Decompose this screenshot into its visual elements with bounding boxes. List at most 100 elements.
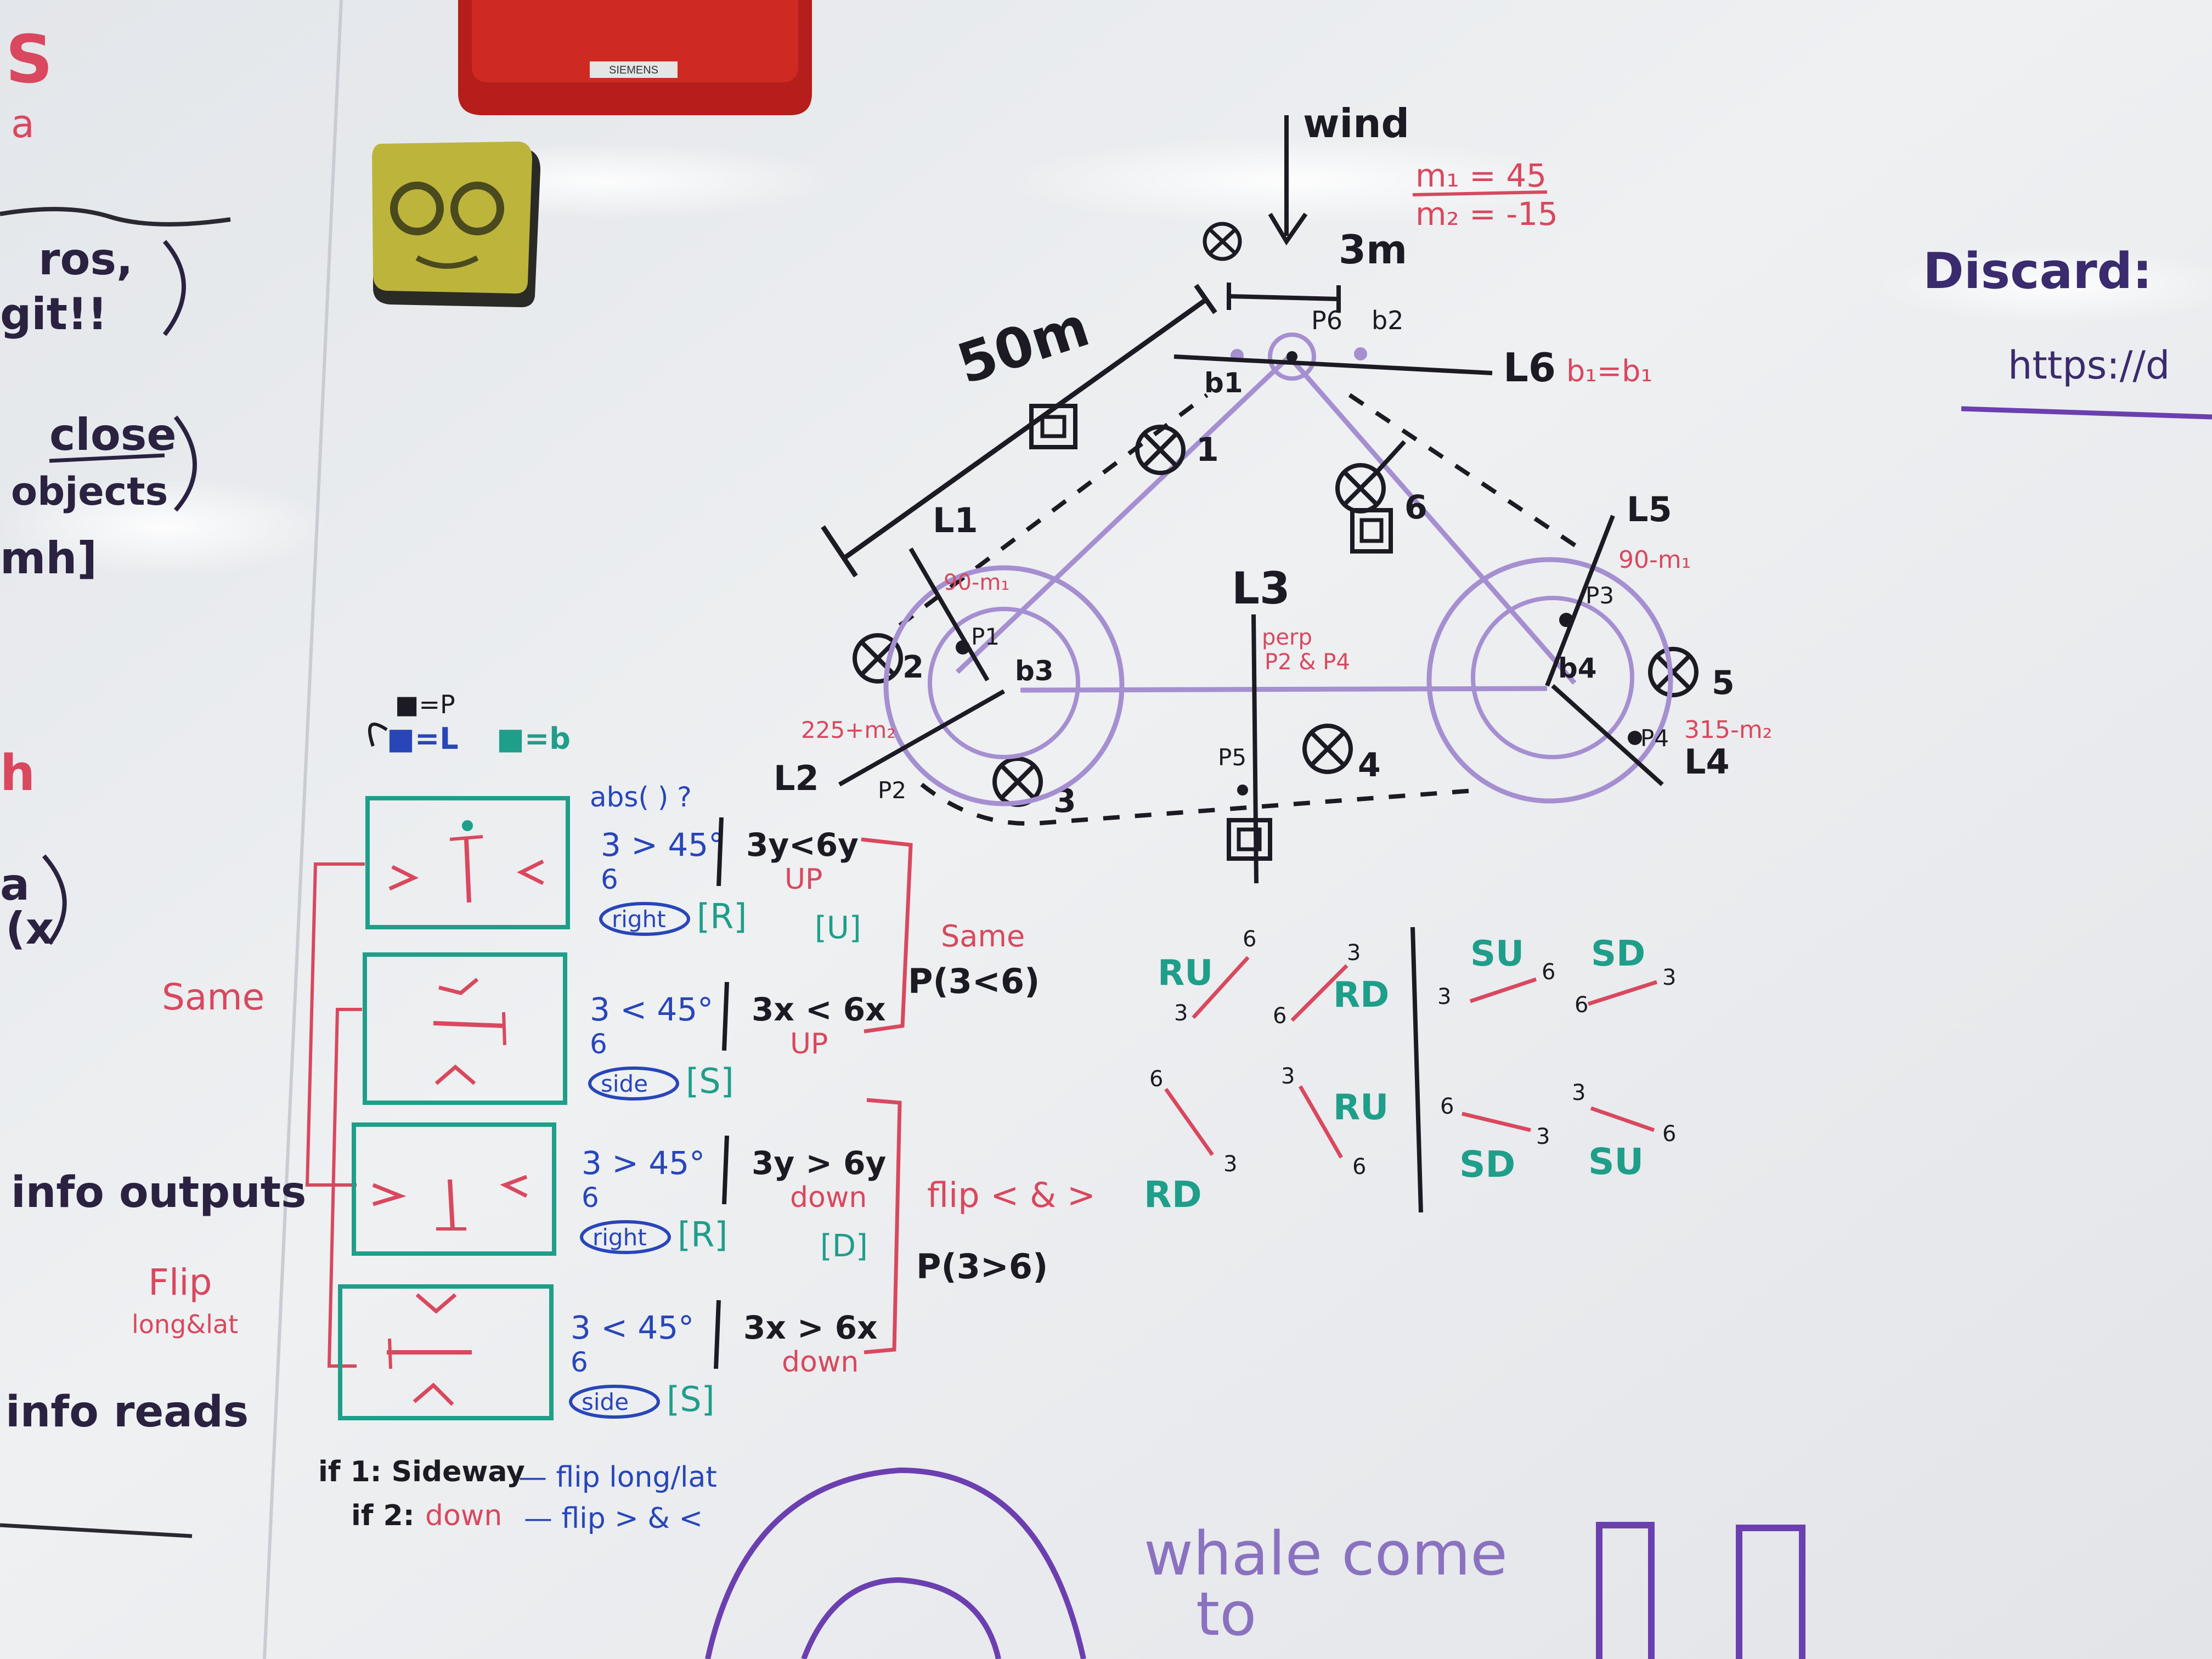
whale-inner-arc [801, 1577, 1001, 1659]
paren [173, 415, 197, 512]
case-bracket: [R] [678, 1215, 727, 1255]
right-outer-ring [1426, 557, 1673, 804]
svg-text:6: 6 [1542, 960, 1555, 985]
case-tag: side [582, 1389, 629, 1415]
paren [162, 240, 186, 336]
left-outer-ring [883, 565, 1125, 806]
L2-label: L2 [774, 758, 819, 798]
L3-line [1251, 614, 1259, 884]
flip-left-text: Flip [148, 1261, 212, 1304]
triangle-edge [1287, 355, 1577, 685]
perp-label: perp [1262, 625, 1312, 650]
whale-text: whale come [1144, 1519, 1508, 1589]
three-one-five-label: 315-m₂ [1684, 716, 1772, 744]
svg-text:3: 3 [1281, 1064, 1295, 1089]
case-box-1 [365, 796, 570, 929]
legend: ■=P ■=L ■=b [368, 690, 571, 756]
svg-text:3: 3 [1662, 965, 1676, 990]
s-fragment: S [5, 22, 53, 98]
svg-text:RU: RU [1333, 1087, 1389, 1128]
case-boxes [305, 796, 570, 1420]
b4-label: b4 [1558, 652, 1597, 684]
right-panel-notes: Discard: https://d [1923, 242, 2212, 420]
legend-L: ■=L [387, 721, 459, 756]
h-fragment: h [0, 744, 35, 802]
triangle-edge [955, 354, 1291, 674]
case-condition-six: 6 [601, 864, 618, 895]
objects-text: objects [11, 469, 168, 514]
red-brace [861, 837, 913, 1034]
svg-text:SD: SD [1591, 934, 1645, 974]
svg-text:1: 1 [1196, 431, 1219, 469]
case-condition: 3 > 45° [601, 826, 724, 864]
triangle-base [1020, 686, 1548, 693]
L5-line [1545, 515, 1615, 687]
m2-label: m₂ = -15 [1415, 195, 1558, 233]
left-panel-notes: S a ros, git!! close objects mh] h a (x … [0, 22, 306, 1538]
case-condition-six: 6 [590, 1028, 607, 1060]
info-outputs-text: info outputs [11, 1168, 306, 1217]
discard-label: Discard: [1923, 242, 2152, 300]
case-box-4 [338, 1284, 554, 1420]
top-node-circle [1268, 332, 1316, 381]
svg-text:3: 3 [1347, 940, 1361, 966]
svg-text:2: 2 [902, 650, 924, 685]
m1-label: m₁ = 45 [1415, 157, 1547, 194]
three-m-label: 3m [1339, 227, 1407, 273]
square-marker [1227, 818, 1272, 861]
two-two-five-label: 225+m₂ [801, 716, 896, 743]
red-bracket [327, 1008, 362, 1368]
light-glare [0, 477, 329, 576]
L6-line [1173, 354, 1493, 375]
p1-label: P1 [971, 623, 1000, 650]
svg-text:3: 3 [1223, 1152, 1237, 1177]
grid-divider [1410, 927, 1423, 1213]
a-fragment: a [11, 101, 35, 146]
p6-label: P6 [1311, 306, 1342, 335]
cx-fragment: (x [5, 903, 54, 954]
if1-suffix: — flip long/lat [518, 1461, 717, 1494]
case-divider [722, 1135, 729, 1205]
flip-note-label: flip < & > [927, 1175, 1096, 1215]
case-condition: 3 < 45° [590, 991, 713, 1028]
b1-label: b1 [1204, 367, 1243, 399]
case-condition: 3 > 45° [582, 1144, 705, 1182]
wind-arrow-head [1268, 212, 1308, 246]
svg-text:6: 6 [1149, 1066, 1163, 1092]
ninety-m1-right-label: 90-m₁ [1618, 546, 1691, 574]
svg-text:SD: SD [1459, 1143, 1515, 1186]
L5-label: L5 [1627, 489, 1672, 529]
dashed-outline [898, 393, 1582, 826]
case-condition: 3 < 45° [571, 1309, 694, 1346]
case-tag: right [592, 1224, 647, 1251]
fire-alarm-device: SIEMENS [458, 0, 812, 115]
p3-label: P3 [1585, 582, 1614, 609]
case-compare: 3x < 6x [752, 991, 886, 1028]
svg-text:6: 6 [1440, 1094, 1454, 1119]
field-diagram: wind m₁ = 45 m₂ = -15 3m 50m P6 [774, 100, 1772, 884]
L2-line [838, 689, 1005, 787]
svg-text:3: 3 [1572, 1080, 1585, 1105]
svg-text:SU: SU [1588, 1141, 1644, 1183]
whiteboard-eraser [372, 142, 540, 307]
case-compare: 3y<6y [746, 826, 859, 864]
case-tag: side [601, 1070, 648, 1097]
board-seam [263, 0, 343, 1659]
top-buoy [1203, 222, 1242, 261]
divider-line [0, 207, 231, 227]
p5-label: P5 [1218, 744, 1246, 771]
case-direction: down [782, 1346, 859, 1379]
case-condition-six: 6 [582, 1182, 599, 1214]
a2-fragment: a [0, 859, 30, 910]
divider-line [0, 1523, 193, 1538]
case-divider [714, 1300, 721, 1369]
buoy-6: 6 [1335, 440, 1427, 527]
case-note: [U] [815, 910, 861, 946]
top-node-dot [1286, 351, 1297, 362]
close-underline [49, 453, 165, 463]
case-box-3 [352, 1122, 556, 1256]
p2p4-label: P2 & P4 [1265, 650, 1350, 675]
L6-label: L6 [1503, 345, 1556, 391]
